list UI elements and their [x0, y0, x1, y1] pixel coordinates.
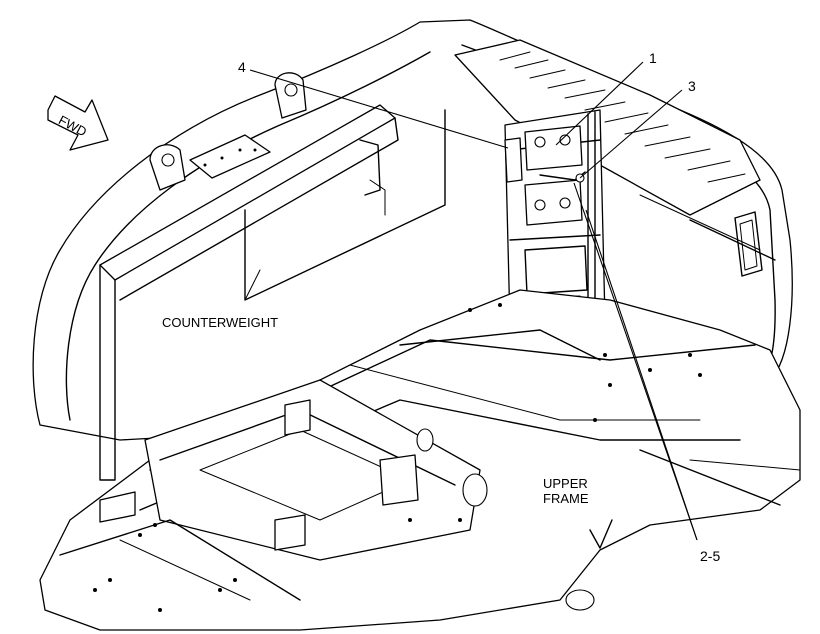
leader-lines — [249, 61, 698, 541]
callout-2-5: 2-5 — [700, 548, 720, 564]
bracket-assembly — [504, 109, 606, 326]
counterweight-label: COUNTERWEIGHT — [162, 315, 278, 330]
lifting-bar — [99, 72, 446, 481]
forward-arrow-icon: FWD — [47, 95, 109, 151]
callout-1: 1 — [649, 50, 657, 66]
callout-4: 4 — [238, 59, 246, 75]
upper-frame-label-line1: UPPER — [543, 476, 588, 491]
callout-3: 3 — [688, 78, 696, 94]
upper-frame-label-line2: FRAME — [543, 491, 589, 506]
upper-frame — [39, 289, 801, 631]
